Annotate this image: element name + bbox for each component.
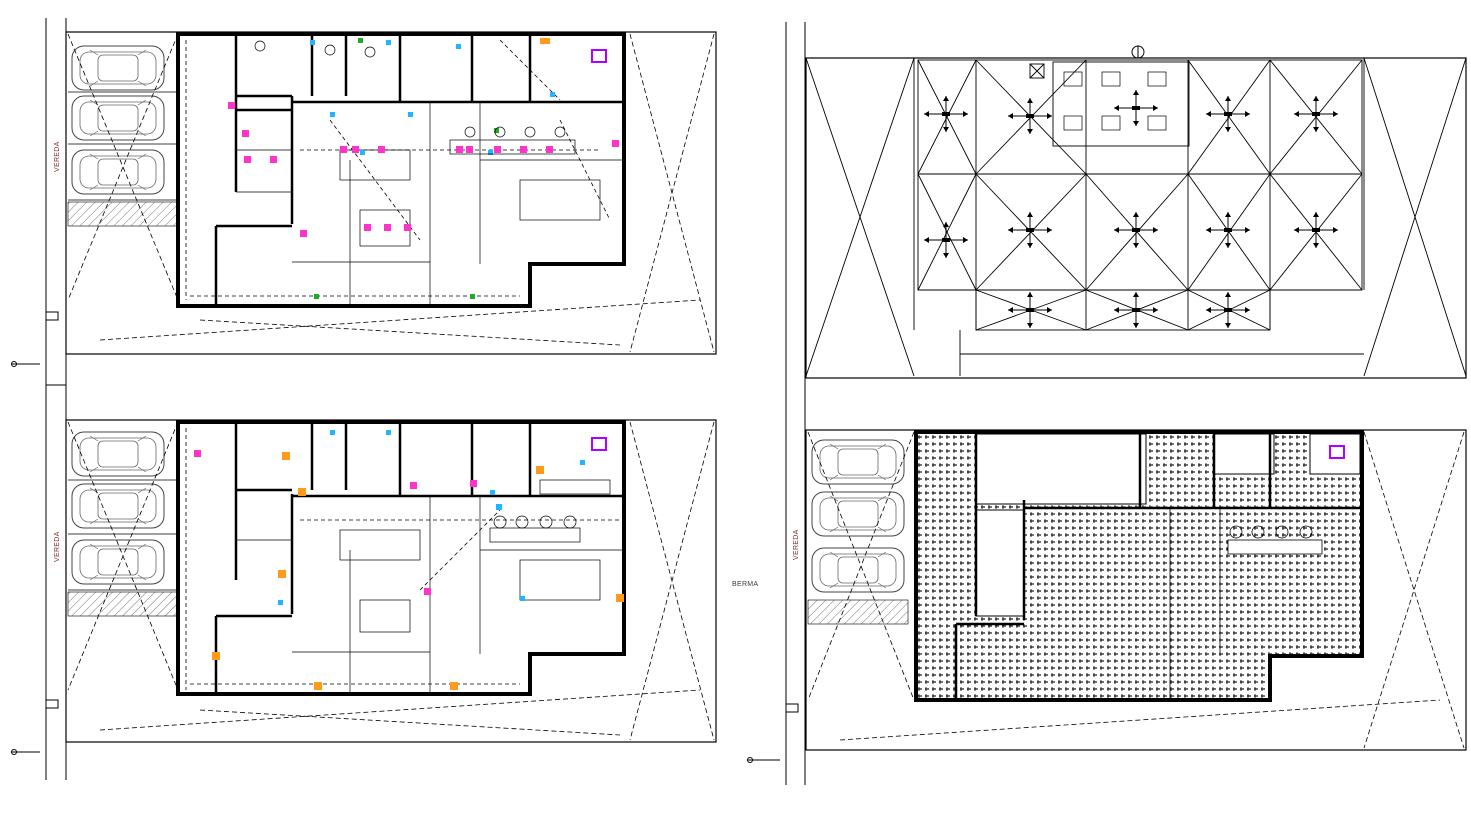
plan-roof [805,45,1467,379]
car-icon [71,95,165,141]
electrical-symbols [194,430,624,690]
sidewalk-left: VEREDA VEREDA [11,18,67,780]
north-arrow-icon [1131,45,1145,59]
plan-top-left [65,31,717,355]
plan-floor-finish [805,429,1467,751]
car-icon [71,45,165,91]
car-icon [811,491,905,537]
car-icon [71,431,165,477]
sidewalk-label-right: VEREDA [793,529,800,560]
car-icon [71,539,165,585]
car-icon [811,547,905,593]
light-fixture-icon [923,89,1339,329]
sidewalk-label-bottom: VEREDA [54,531,61,562]
sidewalk-label-top: VEREDA [54,141,61,172]
sidewalk-right: VEREDA [747,22,806,785]
berm-label: BERMA [732,581,758,588]
plan-bottom-left: BERMA [65,419,758,743]
car-icon [71,149,165,195]
electrical-symbols [228,38,619,299]
